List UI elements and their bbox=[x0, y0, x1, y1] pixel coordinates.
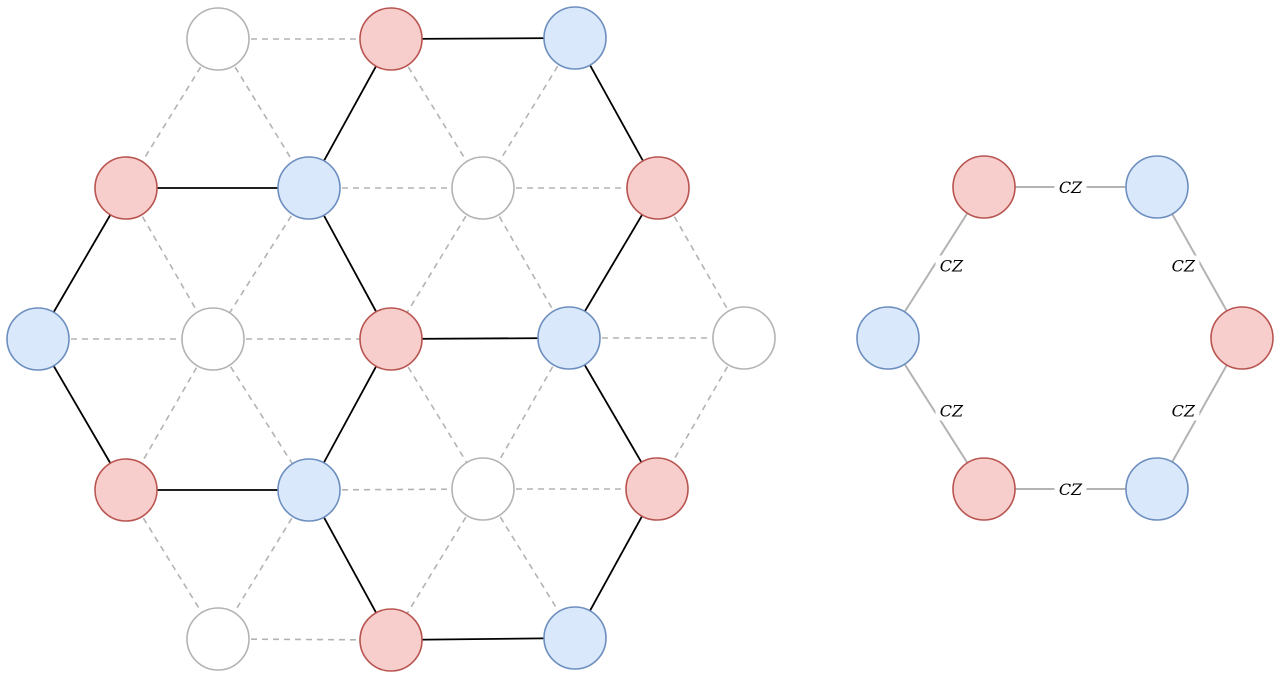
cz-label: CZ bbox=[1059, 480, 1083, 499]
hexagon-node-blue-h2 bbox=[1125, 155, 1189, 219]
lattice-node-red-n16 bbox=[625, 457, 689, 521]
lattice-node-white-n6 bbox=[451, 156, 515, 220]
hexagon-node-red-h5 bbox=[952, 457, 1016, 521]
cz-label: CZ bbox=[940, 401, 964, 420]
lattice-node-white-n12 bbox=[712, 306, 776, 370]
cz-label: CZ bbox=[1059, 178, 1083, 197]
lattice-node-blue-n11 bbox=[537, 306, 601, 370]
lattice-node-blue-n3 bbox=[543, 6, 607, 70]
lattice-node-red-n7 bbox=[626, 156, 690, 220]
hexagon-node-blue-h6 bbox=[856, 306, 920, 370]
cz-label-bg bbox=[1054, 177, 1087, 197]
cz-label-bg bbox=[935, 255, 968, 276]
lattice-node-white-n1 bbox=[186, 7, 250, 71]
lattice-node-blue-n5 bbox=[277, 156, 341, 220]
lattice-nodes bbox=[6, 6, 776, 672]
lattice-node-red-n18 bbox=[359, 608, 423, 672]
dashed-edge-n9-n14 bbox=[212, 338, 310, 491]
lattice-node-blue-n8 bbox=[6, 307, 70, 371]
lattice-node-white-n15 bbox=[451, 457, 515, 521]
lattice-node-red-n2 bbox=[359, 7, 423, 71]
lattice-node-blue-n19 bbox=[543, 606, 607, 670]
hexagon-node-blue-h4 bbox=[1125, 457, 1189, 521]
hexagon-cz-labels: CZ CZ CZ CZ CZ CZ bbox=[935, 177, 1200, 499]
hexagon-node-red-h1 bbox=[952, 155, 1016, 219]
lattice-node-blue-n14 bbox=[277, 458, 341, 522]
lattice-node-red-n13 bbox=[94, 458, 158, 522]
cz-label-bg bbox=[1167, 400, 1200, 421]
lattice-node-red-n10 bbox=[359, 307, 423, 371]
hexagon-edges bbox=[887, 186, 1243, 490]
dashed-edge-n5-n9 bbox=[212, 187, 310, 340]
lattice-node-white-n17 bbox=[186, 607, 250, 671]
cz-label-bg bbox=[935, 400, 968, 421]
lattice-node-white-n9 bbox=[181, 307, 245, 371]
hexagon-nodes bbox=[856, 155, 1274, 521]
lattice-node-red-n4 bbox=[94, 156, 158, 220]
cz-label-bg bbox=[1054, 479, 1087, 499]
cz-label-bg bbox=[1167, 255, 1200, 276]
hexagon-node-red-h3 bbox=[1210, 306, 1274, 370]
cz-label: CZ bbox=[1172, 401, 1196, 420]
cz-label: CZ bbox=[1172, 257, 1196, 276]
cz-label: CZ bbox=[940, 257, 964, 276]
